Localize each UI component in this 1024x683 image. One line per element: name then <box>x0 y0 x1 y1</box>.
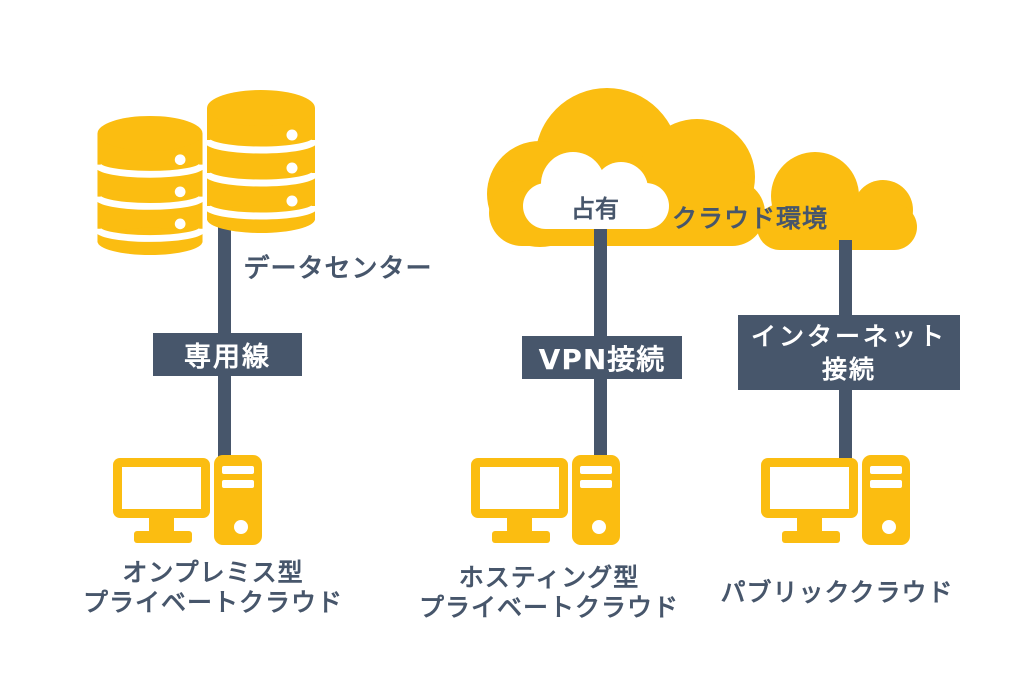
cloud-environment-label: クラウド環境 <box>671 204 828 233</box>
internet-connection-box-line2: 接続 <box>821 354 876 384</box>
database-stack-icon-back <box>96 114 204 256</box>
datacenter-label: データセンター <box>243 254 433 284</box>
small-cloud-icon <box>523 152 669 229</box>
desktop-computer-icon-onpremise <box>113 455 262 545</box>
dedicated-cloud-label: 占有 <box>571 195 619 223</box>
onpremise-caption: オンプレミス型 プライベートクラウド <box>63 558 363 618</box>
internet-connection-box: インターネット 接続 <box>738 315 960 390</box>
desktop-computer-icon-public <box>761 455 910 545</box>
hosting-caption: ホスティング型 プライベートクラウド <box>399 563 699 623</box>
hosting-caption-line2: プライベートクラウド <box>418 593 679 622</box>
internet-connection-box-line1: インターネット <box>750 321 947 351</box>
hosting-caption-line1: ホスティング型 <box>458 563 640 592</box>
dedicated-line-box-label: 専用線 <box>184 342 271 373</box>
vpn-connection-box-label: VPN接続 <box>538 342 666 376</box>
public-cloud-caption: パブリッククラウド <box>720 578 954 607</box>
vpn-connection-box: VPN接続 <box>522 336 682 379</box>
onpremise-caption-line2: プライベートクラウド <box>82 588 343 617</box>
onpremise-caption-line1: オンプレミス型 <box>122 558 304 587</box>
dedicated-line-box: 専用線 <box>153 333 302 376</box>
desktop-computer-icon-hosting <box>471 455 620 545</box>
database-stack-icon-front <box>206 88 316 234</box>
